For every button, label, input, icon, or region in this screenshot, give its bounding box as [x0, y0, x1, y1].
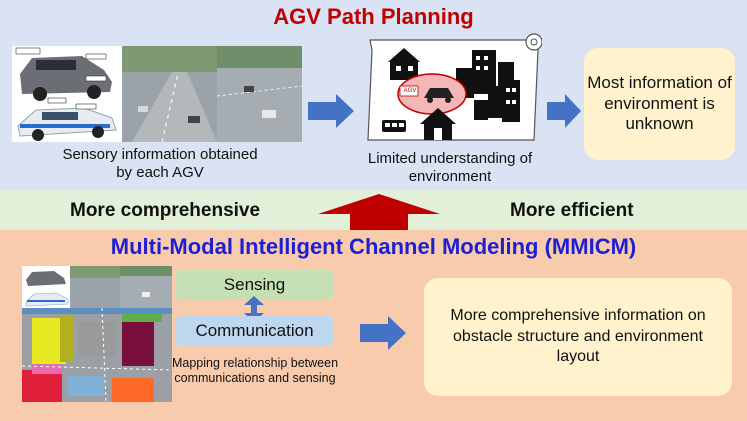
arrow-right-icon: [547, 94, 581, 128]
communication-box: Communication: [176, 316, 333, 346]
mmicm-scene-collage: [22, 266, 172, 402]
path-planning-title: AGV Path Planning: [273, 4, 474, 29]
arrow-right-icon: [308, 94, 354, 128]
comprehensive-info-box: More comprehensive information on obstac…: [424, 278, 732, 396]
arrow-up-icon: [318, 194, 440, 230]
double-arrow-icon: [244, 296, 264, 322]
more-efficient-label: More efficient: [510, 200, 634, 221]
sensing-label: Sensing: [223, 275, 286, 294]
agv-sensor-photo: [12, 46, 302, 142]
city-map-scroll: AGV: [362, 28, 543, 146]
city-map-graphic: [367, 33, 543, 141]
limited-caption: Limited understanding of environment: [367, 150, 533, 185]
mapping-caption: Mapping relationship between communicati…: [171, 356, 339, 385]
agv-sensor-photo-graphic: [12, 46, 302, 142]
sensing-box: Sensing: [176, 270, 333, 300]
comprehensive-info-text: More comprehensive information on obstac…: [450, 306, 706, 366]
mmicm-scene-graphic: [22, 266, 172, 402]
unknown-info-box: Most information of environment is unkno…: [584, 48, 735, 160]
arrow-right-icon: [360, 316, 406, 350]
agv-label: AGV: [403, 88, 417, 94]
more-comprehensive-label: More comprehensive: [70, 200, 261, 221]
unknown-info-text: Most information of environment is unkno…: [587, 73, 732, 134]
building-icon: [388, 48, 520, 122]
sensory-caption: Sensory information obtained by each AGV: [62, 146, 258, 181]
mmicm-title: Multi-Modal Intelligent Channel Modeling…: [110, 234, 637, 259]
communication-label: Communication: [195, 321, 314, 340]
